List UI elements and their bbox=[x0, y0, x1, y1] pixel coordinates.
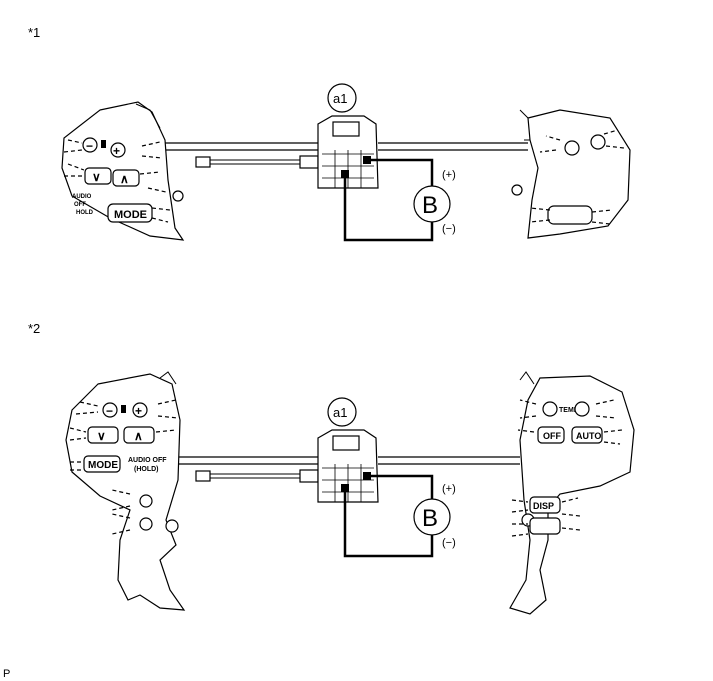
negative-lead bbox=[343, 488, 434, 558]
mount-hole-icon bbox=[172, 190, 184, 202]
hold-label: (HOLD) bbox=[134, 466, 159, 473]
mount-hole-icon bbox=[165, 519, 179, 533]
volume-minus-button bbox=[102, 402, 118, 418]
volume-plus-button bbox=[132, 402, 148, 418]
hold-label: HOLD bbox=[76, 210, 94, 216]
button-indicator-lines bbox=[511, 399, 623, 537]
button-indicator-lines bbox=[63, 139, 171, 223]
seek-down-button bbox=[87, 426, 119, 444]
phone-onhook-button-icon bbox=[590, 134, 606, 150]
speaker-icon bbox=[121, 405, 126, 413]
temp-down-button-icon bbox=[542, 401, 558, 417]
off-label: OFF bbox=[74, 202, 86, 208]
ac-off-label: OFF bbox=[543, 431, 561, 441]
button-indicator-lines bbox=[69, 399, 179, 535]
connector-callout bbox=[327, 83, 357, 113]
seek-up-label: ∧ bbox=[120, 172, 129, 186]
connector-label: a1 bbox=[333, 405, 347, 420]
mode-label: MODE bbox=[114, 209, 147, 221]
switch-edge bbox=[519, 371, 535, 385]
ac-auto-label: AUTO bbox=[576, 431, 601, 441]
audio-label: AUDIO bbox=[72, 194, 92, 200]
switch-edge bbox=[519, 109, 530, 141]
volume-minus-button bbox=[82, 137, 98, 153]
volume-plus-label: + bbox=[135, 404, 142, 418]
ohmmeter-icon bbox=[413, 185, 451, 223]
ohmmeter-icon bbox=[413, 498, 451, 536]
mode-button bbox=[107, 203, 153, 223]
volume-plus-label: + bbox=[113, 144, 120, 158]
footer-code: P bbox=[3, 668, 10, 680]
speaker-icon bbox=[101, 140, 106, 148]
volume-minus-label: − bbox=[106, 404, 113, 418]
ac-auto-button bbox=[571, 426, 603, 444]
seek-up-button bbox=[123, 426, 155, 444]
view1-marker: *1 bbox=[28, 25, 40, 40]
phone-onhook-button-icon bbox=[139, 517, 153, 531]
disp-label: DISP bbox=[533, 501, 554, 511]
connector-latch bbox=[332, 435, 360, 451]
wire-terminal bbox=[299, 469, 319, 483]
connector-callout bbox=[327, 397, 357, 427]
wire-plug bbox=[195, 156, 211, 168]
positive-lead bbox=[367, 474, 434, 500]
view2-assembly: − + ∨ ∧ MODE AUDIO OFF (HOLD) a1 B (+) (… bbox=[65, 371, 635, 615]
view2-marker: *2 bbox=[28, 321, 40, 336]
negative-label: (−) bbox=[442, 223, 456, 235]
seek-down-label: ∨ bbox=[92, 170, 101, 184]
seek-down-button bbox=[84, 167, 112, 185]
phone-offhook-button-icon bbox=[139, 494, 153, 508]
mode-button bbox=[83, 455, 121, 473]
temp-up-button-icon bbox=[574, 401, 590, 417]
connector-latch bbox=[332, 121, 360, 137]
wire-plug bbox=[195, 470, 211, 482]
phone-offhook-button-icon bbox=[564, 140, 580, 156]
connector-label: a1 bbox=[333, 91, 347, 106]
voice-button-icon bbox=[529, 517, 561, 535]
button-indicator-lines bbox=[529, 129, 625, 225]
temp-label: TEMP bbox=[559, 407, 579, 414]
volume-minus-label: − bbox=[86, 139, 93, 153]
seek-down-label: ∨ bbox=[97, 429, 106, 443]
meter-label: B bbox=[422, 192, 438, 219]
positive-label: (+) bbox=[442, 483, 456, 495]
wire-terminal bbox=[299, 155, 319, 169]
negative-lead bbox=[343, 174, 434, 242]
mount-hole-icon bbox=[511, 184, 523, 196]
switch-edge bbox=[135, 103, 161, 129]
seek-up-button bbox=[112, 169, 140, 187]
switch-edge bbox=[159, 371, 177, 385]
view1-assembly: − + ∨ ∧ AUDIO OFF HOLD MODE a1 B (+) (−) bbox=[61, 83, 631, 242]
voice-button-icon bbox=[547, 205, 593, 225]
positive-label: (+) bbox=[442, 169, 456, 181]
negative-label: (−) bbox=[442, 537, 456, 549]
audio-off-label: AUDIO OFF bbox=[128, 457, 167, 464]
seek-up-label: ∧ bbox=[134, 429, 143, 443]
disp-button bbox=[529, 496, 561, 514]
mode-label: MODE bbox=[88, 460, 118, 471]
ac-off-button bbox=[537, 426, 565, 444]
meter-label: B bbox=[422, 505, 438, 532]
volume-plus-button bbox=[110, 142, 126, 158]
